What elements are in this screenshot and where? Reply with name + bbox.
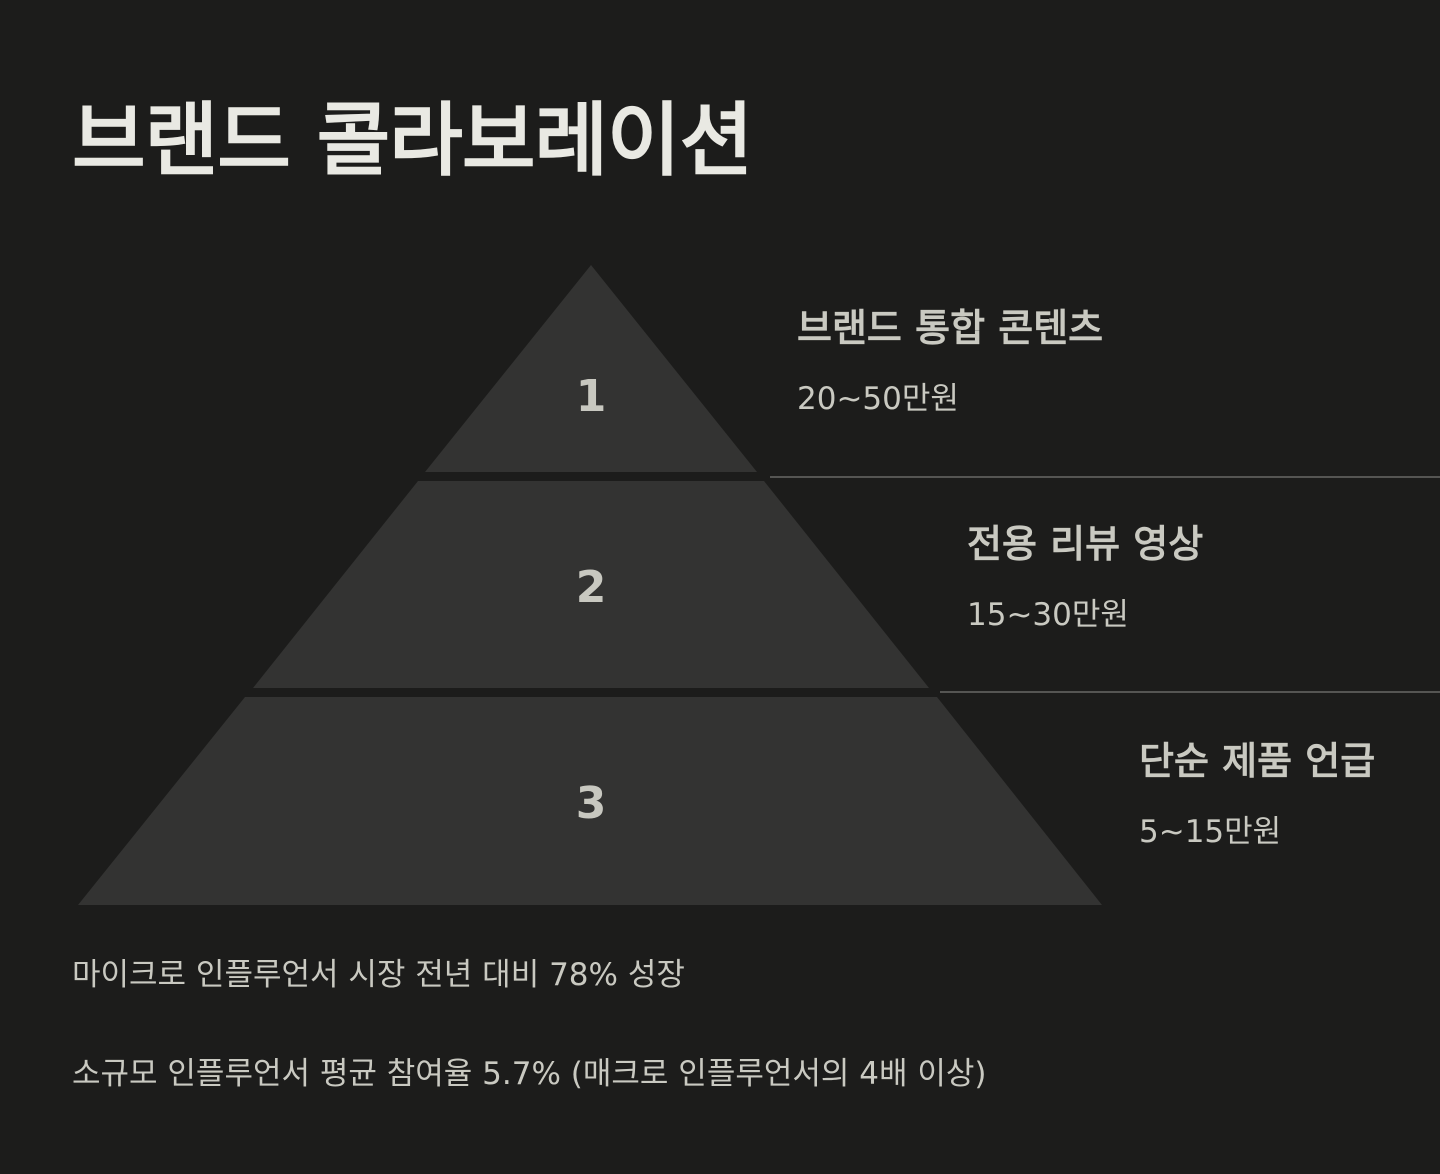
pyramid-tier-2 [253,481,929,688]
page-title: 브랜드 콜라보레이션 [72,94,753,187]
note-market-growth: 마이크로 인플루언서 시장 전년 대비 78% 성장 [72,957,685,993]
tier-1-label: 브랜드 통합 콘텐츠 20~50만원 [797,305,1103,417]
tier-3-name: 단순 제품 언급 [1139,739,1376,783]
tier-2-name: 전용 리뷰 영상 [967,522,1204,566]
tier-1-price: 20~50만원 [797,381,959,417]
tier-divider-2 [940,691,1440,693]
tier-3-label: 단순 제품 언급 5~15만원 [1139,738,1375,850]
tier-2-label: 전용 리뷰 영상 15~30만원 [967,521,1203,633]
note-engagement-rate: 소규모 인플루언서 평균 참여율 5.7% (매크로 인플루언서의 4배 이상) [72,1056,987,1092]
tier-1-number: 1 [575,371,607,422]
tier-2-number: 2 [575,562,607,613]
pyramid-tier-3 [78,697,1102,905]
tier-3-price: 5~15만원 [1139,814,1282,850]
tier-1-name: 브랜드 통합 콘텐츠 [797,306,1104,350]
tier-divider-1 [770,476,1440,478]
pyramid-tier-1 [425,265,757,472]
tier-3-number: 3 [575,778,607,829]
tier-2-price: 15~30만원 [967,597,1129,633]
